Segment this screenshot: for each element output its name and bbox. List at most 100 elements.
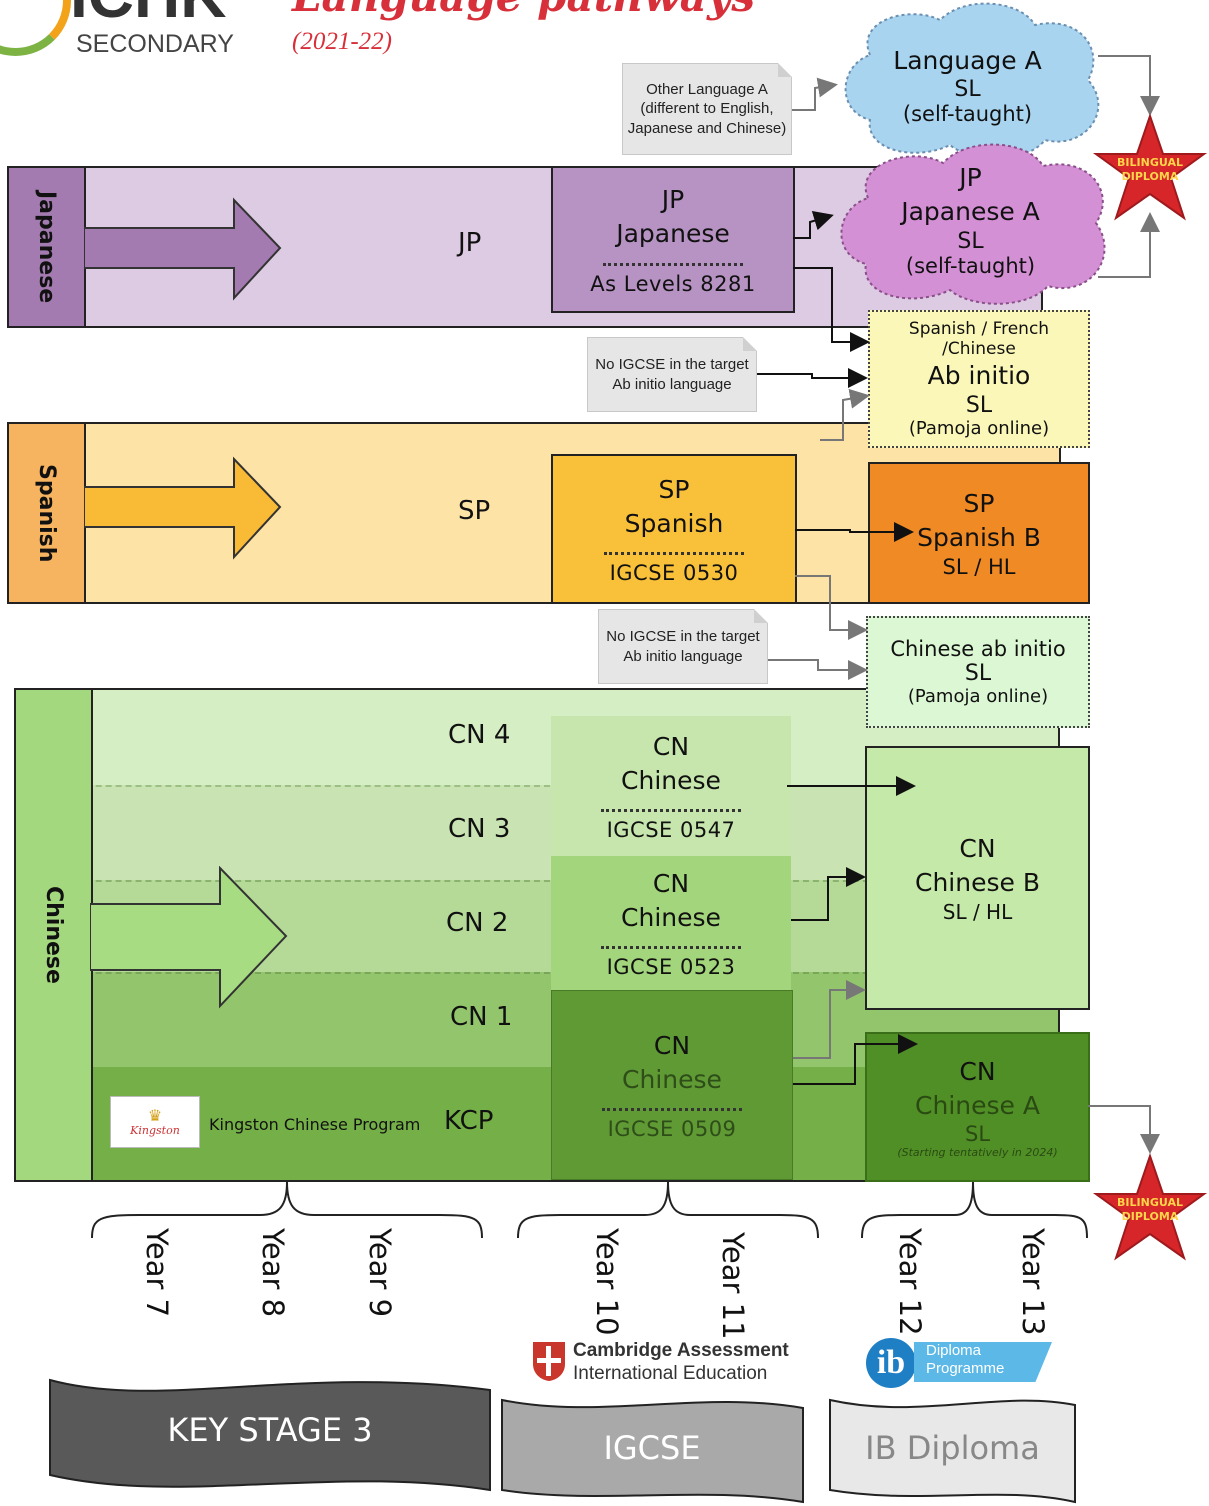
chinese-ab-initio-box: Chinese ab initio SL (Pamoja online) (866, 616, 1090, 728)
language-a-cloud: Language A SL (self-taught) (855, 30, 1080, 140)
chinese-a-code: CN (959, 1056, 996, 1086)
chinese-level-cn4: CN 4 (448, 720, 511, 750)
chinese-level-kcp: KCP (444, 1106, 494, 1136)
igcse-sp-code: SP (658, 474, 690, 504)
igcse-cn1-code: CN (652, 731, 690, 761)
arrow-note-to-language-a (792, 77, 838, 111)
igcse-jp-box: JP Japanese As Levels 8281 (551, 166, 795, 313)
bilingual-diploma-badge-top: BILINGUAL DIPLOMA (1117, 156, 1183, 183)
chinese-a-box: CN Chinese A SL (Starting tentatively in… (865, 1032, 1090, 1182)
japanese-a-cloud: JP Japanese A SL (self-taught) (858, 152, 1083, 287)
year-12-label: Year 12 (893, 1228, 927, 1336)
ib-logo-icon: ib (866, 1338, 916, 1388)
brace-igcse (517, 1181, 819, 1239)
kingston-program-name: Kingston Chinese Program (209, 1115, 421, 1134)
arrow-note1-to-abinitio (757, 368, 868, 388)
ib-logo: ib Diploma Programme (866, 1338, 1052, 1388)
chinese-arrow (90, 866, 288, 1009)
igcse-jp-code: JP (661, 185, 685, 215)
divider (602, 1108, 742, 1112)
header: ICHK SECONDARY Language pathways (2021-2… (0, 0, 820, 60)
ib-logo-line1: Diploma (926, 1342, 982, 1359)
ib-logo-line2: Programme (926, 1360, 1005, 1377)
bilingual-diploma-badge-bottom: BILINGUAL DIPLOMA (1117, 1196, 1183, 1223)
stage-banners (49, 1378, 1076, 1504)
spanish-row-label: Spanish (7, 422, 86, 604)
year-7-label: Year 7 (140, 1228, 174, 1318)
spanish-b-code: SP (963, 489, 995, 519)
spanish-arrow (84, 456, 282, 560)
igcse-jp-exam: As Levels 8281 (590, 271, 756, 296)
igcse-jp-name: Japanese (616, 219, 730, 248)
page-title: Language pathways (292, 0, 755, 21)
igcse-cn1-name: Chinese (621, 765, 721, 795)
ib-logo-banner (914, 1342, 1052, 1382)
kingston-logo: ♛ Kingston (110, 1096, 200, 1148)
language-a-level: SL (954, 77, 981, 103)
brand-subtitle: SECONDARY (76, 30, 234, 58)
igcse-sp-name: Spanish (624, 508, 724, 538)
igcse-cn3-exam: IGCSE 0509 (607, 1117, 737, 1142)
arrow-sp-to-abinitio (820, 388, 870, 441)
japanese-arrow (84, 197, 282, 301)
arrow-sp-to-cn-abinitio (795, 575, 868, 640)
chinese-level-cn2: CN 2 (446, 908, 509, 938)
brace-ks3 (91, 1181, 483, 1239)
igcse-cn-0523-box: CN Chinese IGCSE 0523 (551, 856, 791, 990)
stage-ib-label: IB Diploma (865, 1429, 1040, 1467)
ab-initio-level: SL (965, 392, 993, 418)
japanese-a-title: Japanese A (901, 197, 1040, 226)
brace-ib (861, 1181, 1088, 1239)
chinese-a-note: (Starting tentatively in 2024) (897, 1146, 1058, 1160)
no-igcse-note-1: No IGCSE in the target Ab initio languag… (587, 337, 757, 412)
igcse-sp-exam: IGCSE 0530 (609, 561, 739, 586)
chinese-level-cn1: CN 1 (450, 1002, 513, 1032)
igcse-cn-0509-box: CN Chinese IGCSE 0509 (551, 990, 793, 1180)
japanese-level: JP (458, 228, 482, 258)
bilingual-diploma-star-top-icon (1092, 112, 1208, 221)
arrow-cn0523-to-cnb (791, 867, 866, 921)
japanese-a-code: JP (959, 163, 982, 193)
arrow-cna-to-diploma (1088, 1105, 1160, 1154)
igcse-cn2-name: Chinese (621, 902, 721, 932)
arrow-cn0509-to-cnb (793, 980, 866, 1059)
divider (601, 809, 741, 813)
ks3-banner-shape (49, 1378, 491, 1492)
chinese-b-code: CN (959, 834, 996, 864)
japanese-a-level: SL (957, 228, 984, 254)
year-range: (2021-22) (292, 28, 392, 55)
chinese-a-level: SL (964, 1122, 991, 1147)
no-igcse-note-2: No IGCSE in the target Ab initio languag… (598, 609, 768, 684)
year-11-label: Year 11 (716, 1232, 750, 1340)
language-a-note: (self-taught) (902, 102, 1033, 127)
arrow-note2-to-cn-abinitio (768, 659, 868, 680)
divider (604, 552, 744, 556)
stage-ks3-label: KEY STAGE 3 (167, 1411, 373, 1449)
year-9-label: Year 9 (363, 1228, 397, 1318)
kingston-logo-text: Kingston (130, 1123, 180, 1137)
igcse-cn3-name: Chinese (622, 1064, 722, 1094)
divider (601, 946, 741, 950)
chinese-ab-initio-note: (Pamoja online) (907, 686, 1049, 707)
other-language-note: Other Language A (different to English, … (622, 63, 792, 155)
igcse-cn-0547-box: CN Chinese IGCSE 0547 (551, 716, 791, 856)
year-8-label: Year 8 (256, 1228, 290, 1318)
divider (603, 262, 743, 266)
japanese-a-cloud-shape (840, 143, 1106, 305)
ab-initio-note: (Pamoja online) (908, 417, 1050, 439)
stage-igcse-label: IGCSE (603, 1429, 701, 1467)
igcse-banner-shape (501, 1398, 804, 1504)
igcse-cn2-exam: IGCSE 0523 (606, 955, 736, 980)
arrow-jp-to-jpa (793, 211, 834, 239)
ib-banner-shape (829, 1398, 1076, 1504)
chinese-ab-initio-level: SL (964, 661, 992, 686)
igcse-cn1-exam: IGCSE 0547 (606, 818, 736, 843)
chinese-level-cn3: CN 3 (448, 814, 511, 844)
chinese-a-title: Chinese A (915, 1090, 1040, 1120)
japanese-a-note: (self-taught) (905, 253, 1036, 278)
year-10-label: Year 10 (590, 1228, 624, 1336)
bilingual-diploma-star-bottom-icon (1092, 1152, 1208, 1261)
japanese-row-label: Japanese (7, 166, 86, 328)
arrow-jpa-to-diploma (1098, 212, 1160, 278)
